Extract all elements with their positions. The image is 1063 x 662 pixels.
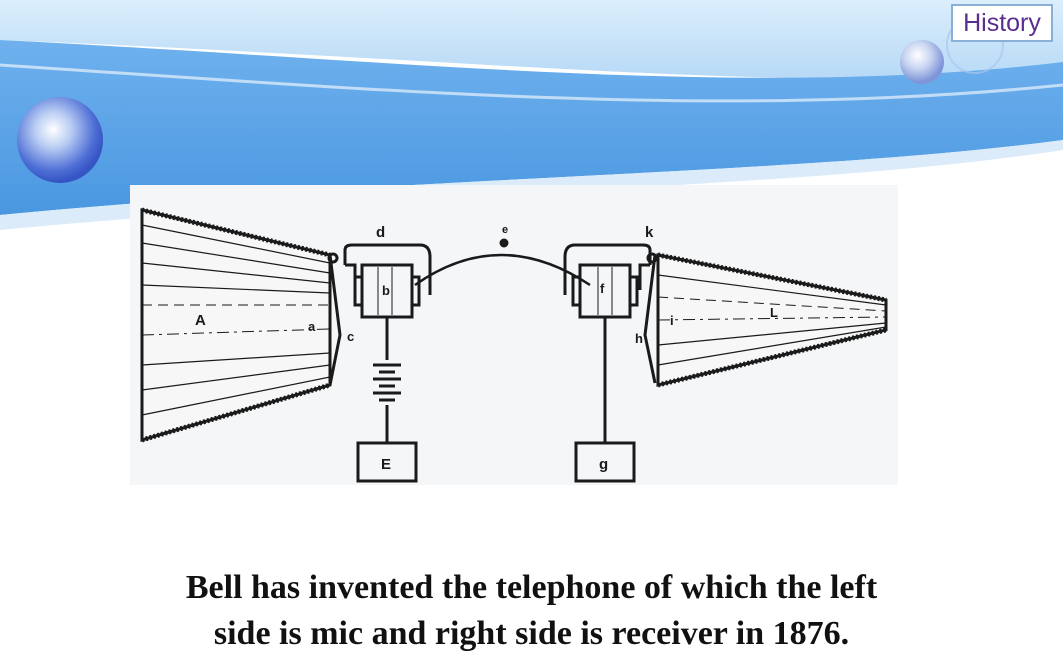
- label-diaphragm-left: a: [308, 319, 316, 334]
- label-magnet-arm-left: d: [376, 224, 385, 241]
- label-wire: e: [502, 224, 508, 236]
- label-box-right: g: [599, 456, 608, 473]
- history-tab[interactable]: History: [951, 4, 1053, 42]
- label-mic-cone: A: [195, 312, 206, 329]
- slide-caption: Bell has invented the telephone of which…: [60, 565, 1003, 657]
- label-diaphragm-right: i: [670, 313, 674, 328]
- bell-telephone-diagram: A a c d b e f k h i L E g: [130, 185, 898, 485]
- label-coil-right: f: [600, 281, 605, 296]
- mic-cone: [140, 207, 332, 443]
- caption-line-2: side is mic and right side is receiver i…: [213, 615, 850, 652]
- label-box-left: E: [381, 456, 391, 473]
- label-receiver-cone: L: [770, 305, 778, 320]
- label-magnet-arm-right: k: [645, 224, 654, 241]
- label-pivot-right: h: [635, 331, 643, 346]
- receiver-cone: [656, 252, 888, 388]
- label-coil-left: b: [382, 283, 390, 298]
- label-pivot-left: c: [347, 329, 354, 344]
- caption-line-1: Bell has invented the telephone of which…: [185, 569, 878, 606]
